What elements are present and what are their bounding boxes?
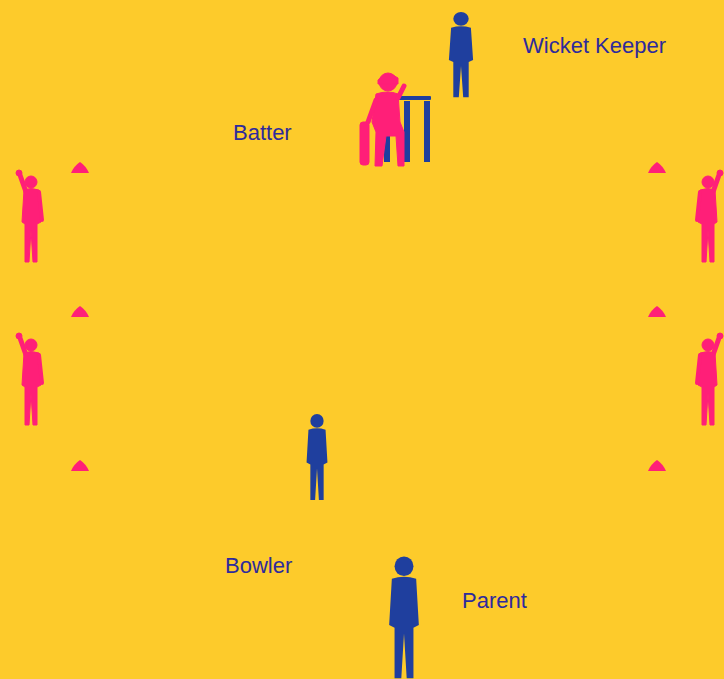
parent-figure [389, 556, 419, 678]
wicket-keeper-figure [449, 12, 473, 97]
fielders [16, 170, 723, 425]
player-label: Wicket Keeper [523, 34, 666, 58]
batter-figure [360, 73, 404, 166]
fielder [697, 333, 723, 425]
blue-players [307, 12, 474, 678]
cone [71, 306, 89, 317]
cone [71, 162, 89, 173]
player-label: Bowler [225, 554, 292, 578]
cone [648, 460, 666, 471]
bowler-figure [307, 414, 328, 500]
player-label: Parent [462, 589, 527, 613]
fielder [697, 170, 723, 262]
cones [71, 162, 666, 471]
cone [648, 306, 666, 317]
fielder [16, 170, 42, 262]
fielder [16, 333, 42, 425]
cone [71, 460, 89, 471]
player-label: Batter [233, 121, 292, 145]
cone [648, 162, 666, 173]
